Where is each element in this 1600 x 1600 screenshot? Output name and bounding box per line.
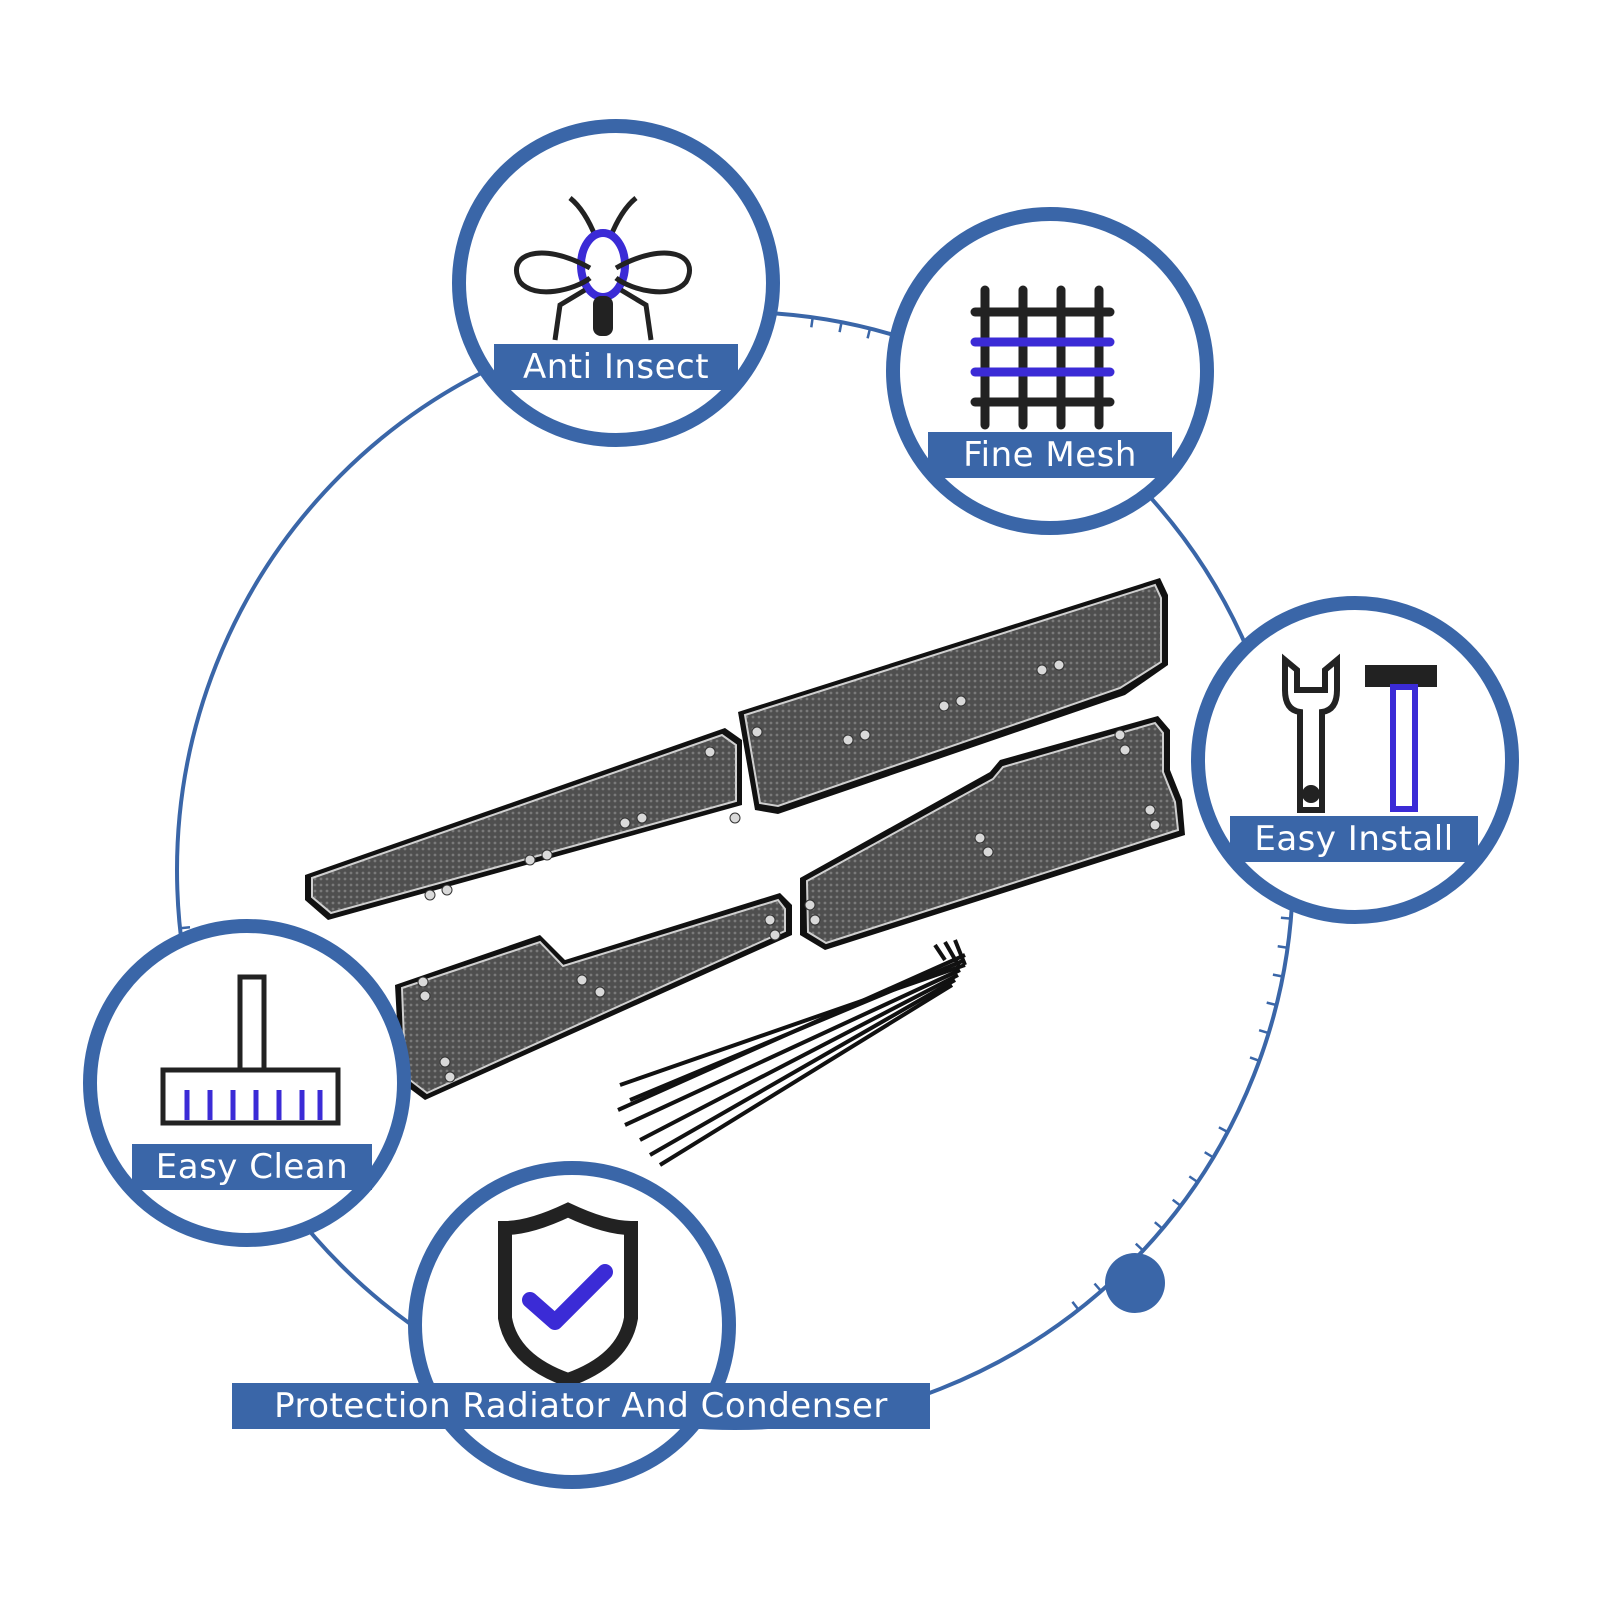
protection-badge bbox=[408, 1161, 736, 1489]
wrench-hammer-icon bbox=[1282, 653, 1437, 813]
ring-tick bbox=[1266, 1001, 1277, 1007]
cable-ties bbox=[617, 939, 967, 1167]
ring-tick bbox=[1249, 1056, 1260, 1062]
ring-tick bbox=[1204, 1151, 1214, 1159]
mesh-panel-top-right bbox=[738, 578, 1168, 814]
ring-tick bbox=[1280, 916, 1291, 920]
ring-tick bbox=[1277, 945, 1288, 949]
mesh-panel-bottom-right bbox=[800, 716, 1185, 950]
ring-tick bbox=[1218, 1126, 1229, 1134]
ring-tick bbox=[1153, 1221, 1164, 1230]
protection-label: Protection Radiator And Condenser bbox=[232, 1383, 930, 1429]
mesh-panel-bottom-left bbox=[395, 893, 792, 1100]
ring-tick bbox=[838, 322, 843, 333]
ring-tick bbox=[1258, 1029, 1269, 1035]
ring-tick bbox=[179, 926, 191, 930]
mesh-grid-icon bbox=[970, 285, 1115, 430]
mesh-panel-top-left bbox=[305, 728, 742, 920]
ring-tick bbox=[1114, 1263, 1124, 1273]
mounting-clips bbox=[417, 659, 1161, 1083]
brush-icon bbox=[160, 974, 341, 1126]
fine-mesh-badge bbox=[886, 207, 1214, 535]
anti-insect-label: Anti Insect bbox=[494, 344, 738, 390]
shield-check-icon bbox=[498, 1202, 638, 1388]
ring-tick bbox=[1134, 1242, 1144, 1252]
easy-clean-badge bbox=[83, 919, 411, 1247]
ring-tick bbox=[810, 317, 814, 328]
anti-insect-badge bbox=[452, 119, 780, 447]
ring-tick bbox=[1272, 973, 1283, 978]
ring-tick bbox=[866, 328, 872, 339]
easy-clean-label: Easy Clean bbox=[132, 1144, 372, 1190]
ring-tick bbox=[1188, 1175, 1199, 1184]
easy-install-badge bbox=[1191, 596, 1519, 924]
insect-icon bbox=[514, 196, 692, 341]
fine-mesh-label: Fine Mesh bbox=[928, 432, 1172, 478]
ring-dot bbox=[1105, 1253, 1165, 1313]
easy-install-label: Easy Install bbox=[1230, 816, 1478, 862]
ring-tick bbox=[1093, 1282, 1103, 1292]
grille-mesh-panels bbox=[305, 578, 1185, 1167]
ring-tick bbox=[1171, 1198, 1182, 1207]
ring-tick bbox=[1071, 1301, 1080, 1311]
